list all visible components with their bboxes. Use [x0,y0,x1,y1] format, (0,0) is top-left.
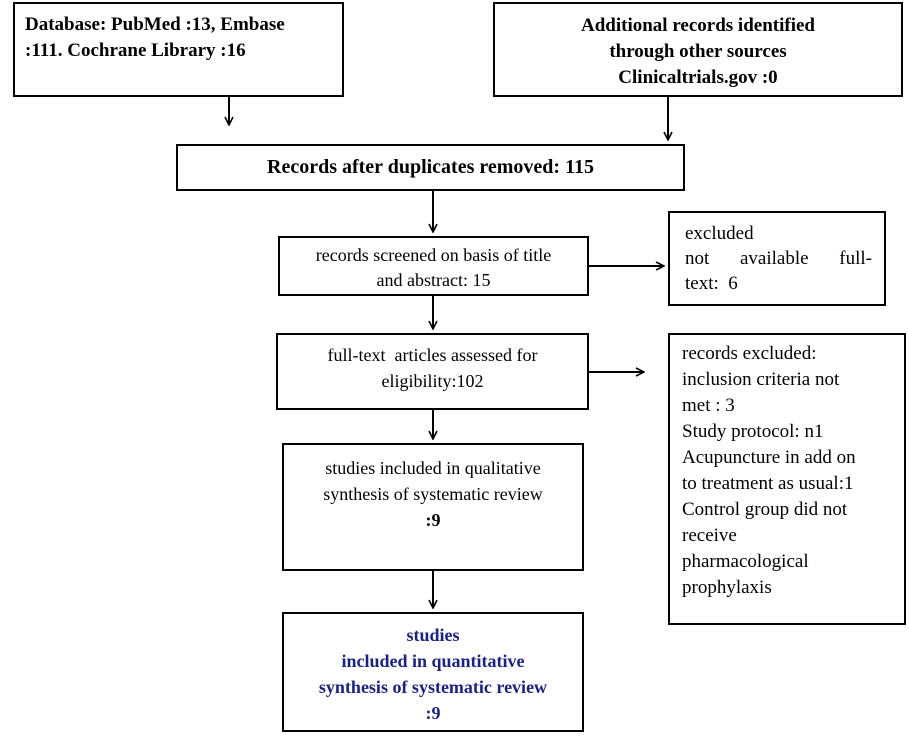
fulltext-line-1: full-text articles assessed for [327,345,538,365]
quantitative-synthesis-box: studies included in quantitative synthes… [282,612,584,732]
additional-line-1: Additional records identified [581,15,815,36]
database-line-1: Database: PubMed :13, Embase [25,14,285,35]
records-excluded-line-10: prophylaxis [682,577,772,598]
excluded-word-available: available [739,248,809,269]
records-excluded-line-5: Acupuncture in add on [682,447,856,468]
additional-records-box: Additional records identified through ot… [493,2,903,97]
additional-line-3: Clinicaltrials.gov :0 [618,67,778,88]
excluded-not-available-box: excluded not available full- text: 6 [668,211,886,306]
screened-line-2: and abstract: 15 [376,270,491,290]
qualitative-line-2: synthesis of systematic review [323,484,543,504]
records-excluded-line-6: to treatment as usual:1 [682,473,854,494]
excluded-line-2: not available full- [685,246,872,271]
records-excluded-line-2: inclusion criteria not [682,369,840,390]
records-excluded-line-4: Study protocol: n1 [682,421,824,442]
database-records-box: Database: PubMed :13, Embase :111. Cochr… [13,2,344,97]
records-excluded-line-7: Control group did not [682,499,848,520]
records-excluded-line-3: met : 3 [682,395,735,416]
database-line-2: :111. Cochrane Library :16 [25,40,246,61]
screened-line-1: records screened on basis of title [315,245,552,265]
additional-line-2: through other sources [609,41,787,62]
quantitative-line-2: included in quantitative [341,651,525,671]
records-excluded-line-9: pharmacological [682,551,809,572]
duplicates-removed-text: Records after duplicates removed: 115 [267,156,594,178]
qualitative-synthesis-box: studies included in qualitative synthesi… [282,443,584,571]
screened-records-box: records screened on basis of title and a… [278,236,589,296]
records-excluded-line-8: receive [682,525,737,546]
records-excluded-box: records excluded: inclusion criteria not… [668,333,906,625]
qualitative-line-1: studies included in qualitative [325,458,541,478]
quantitative-line-3: synthesis of systematic review [318,677,548,697]
excluded-line-1: excluded [685,223,754,244]
excluded-word-not: not [685,248,710,269]
records-excluded-line-1: records excluded: [682,343,817,364]
quantitative-line-1: studies [406,625,460,645]
qualitative-count: :9 [425,510,441,530]
fulltext-assessed-box: full-text articles assessed for eligibil… [276,333,589,410]
excluded-line-3: text: 6 [685,273,738,294]
quantitative-line-4: :9 [425,703,441,723]
duplicates-removed-box: Records after duplicates removed: 115 [176,144,685,191]
excluded-word-full: full- [839,248,872,269]
fulltext-line-2: eligibility:102 [381,371,484,391]
